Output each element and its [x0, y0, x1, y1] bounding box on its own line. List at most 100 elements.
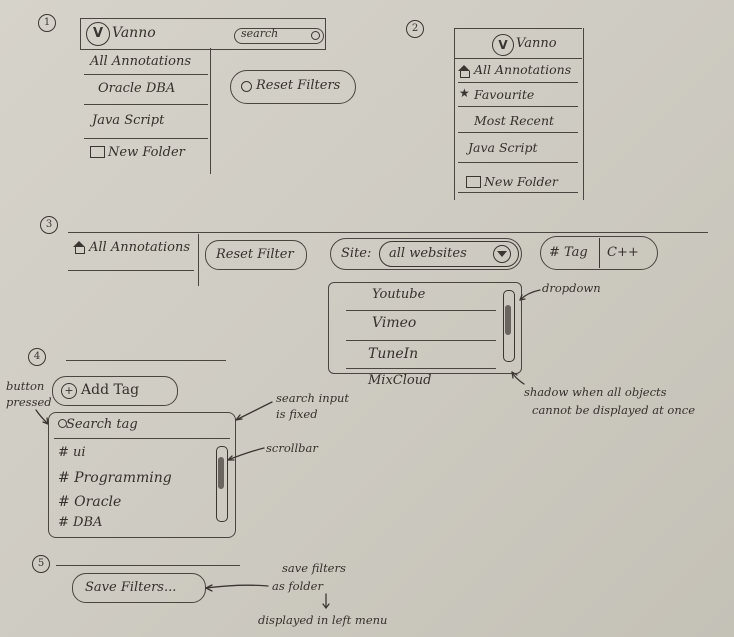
s3-option-youtube[interactable]: Youtube — [372, 287, 426, 302]
section-number-2: 2 — [406, 20, 424, 38]
section-number-3: 3 — [40, 216, 58, 234]
s2-menu-item-recent[interactable]: Most Recent — [474, 113, 555, 128]
s3-site-value: all websites — [389, 246, 467, 261]
s1-new-folder[interactable]: New Folder — [108, 145, 185, 160]
s4-tag-item[interactable]: # Programming — [58, 470, 172, 486]
s3-all-annotations[interactable]: All Annotations — [89, 240, 191, 255]
s1-sidebar-divider — [210, 48, 212, 174]
s1-search-input[interactable]: search — [234, 27, 324, 44]
s3-divider — [198, 234, 200, 286]
s4-add-tag-label: Add Tag — [81, 382, 140, 398]
s1-menu-sep — [84, 138, 208, 140]
s4-tag-item[interactable]: # Oracle — [58, 494, 122, 510]
s3-dropdown-note: dropdown — [542, 281, 601, 295]
refresh-icon — [241, 81, 252, 92]
s2-menu-sep — [458, 192, 578, 194]
section-number-5: 5 — [32, 555, 50, 573]
s3-tag-divider — [599, 238, 601, 268]
s5-note-2: as folder — [272, 579, 323, 593]
s3-reset-filter-button[interactable]: Reset Filter — [205, 240, 307, 270]
home-icon-base — [75, 247, 85, 254]
s3-option-tunein[interactable]: TuneIn — [368, 346, 419, 362]
s4-search-note-1: search input — [276, 391, 350, 405]
vanno-logo-icon: V — [86, 22, 110, 46]
s1-menu-sep — [84, 74, 208, 76]
s2-top-line — [454, 28, 582, 30]
s3-option-mixcloud[interactable]: MixCloud — [368, 373, 432, 388]
search-icon — [58, 419, 67, 428]
s3-dropdown-scrollbar[interactable] — [503, 290, 515, 362]
home-icon — [458, 65, 470, 71]
button-pressed-arrow — [35, 409, 49, 425]
plus-icon: + — [61, 383, 77, 399]
star-icon: ★ — [459, 86, 470, 100]
s1-menu-item-js[interactable]: Java Script — [92, 113, 165, 128]
scrollbar-thumb[interactable] — [218, 457, 224, 489]
s3-option-vimeo[interactable]: Vimeo — [372, 315, 417, 331]
scrollbar-thumb[interactable] — [505, 305, 511, 335]
s4-button-note-1: button — [6, 379, 45, 393]
s3-option-sep — [346, 368, 496, 370]
s2-menu-sep — [458, 162, 578, 164]
s1-reset-filters-button[interactable]: Reset Filters — [230, 70, 356, 104]
folder-plus-icon — [90, 146, 105, 158]
scrollbar-note-arrow — [227, 447, 265, 461]
s4-tag-item[interactable]: # ui — [58, 445, 86, 460]
search-note-arrow — [235, 401, 273, 421]
s4-tag-list-panel — [48, 412, 236, 538]
s3-dropdown-list — [328, 282, 522, 374]
s2-brand: Vanno — [516, 36, 557, 51]
home-icon-base — [460, 71, 470, 78]
s3-tag-filter[interactable]: # Tag C++ — [540, 236, 658, 270]
s4-tag-item[interactable]: # DBA — [58, 515, 103, 530]
s3-site-value-box — [379, 241, 519, 267]
s2-menu-item-all[interactable]: All Annotations — [474, 62, 572, 77]
home-icon — [73, 241, 85, 247]
s1-menu-item-all[interactable]: All Annotations — [90, 54, 192, 69]
s5-top-line — [56, 565, 240, 567]
s3-bottom-line — [68, 270, 194, 272]
s2-menu-item-js[interactable]: Java Script — [468, 140, 538, 155]
s4-search-underline — [54, 438, 230, 440]
s3-site-label: Site: — [341, 246, 372, 261]
s2-menu-sep — [458, 106, 578, 108]
s3-site-select[interactable]: Site: all websites — [330, 238, 522, 270]
dropdown-arrow-icon — [493, 245, 511, 263]
s2-new-folder[interactable]: New Folder — [484, 174, 558, 189]
s4-scrollbar-note: scrollbar — [266, 441, 318, 455]
s1-header-bar — [80, 18, 326, 50]
s3-reset-label: Reset Filter — [216, 247, 294, 262]
s4-button-note-2: pressed — [6, 395, 52, 409]
s4-scrollbar[interactable] — [216, 446, 228, 522]
s2-menu-sep — [458, 132, 578, 134]
s1-brand: Vanno — [112, 25, 156, 41]
s1-reset-label: Reset Filters — [256, 78, 341, 93]
s4-top-line — [66, 360, 226, 362]
s3-tag-value: C++ — [607, 245, 639, 260]
section-number-4: 4 — [28, 348, 46, 366]
s2-menu-item-favourite[interactable]: Favourite — [474, 87, 535, 102]
s2-header-sep — [454, 58, 582, 60]
s1-menu-item-oracle[interactable]: Oracle DBA — [98, 81, 176, 96]
s3-tag-label: # Tag — [549, 245, 588, 260]
s5-note-1: save filters — [282, 561, 346, 575]
search-icon — [311, 31, 320, 40]
s5-save-label: Save Filters... — [85, 580, 177, 595]
save-note-arrow — [205, 584, 269, 589]
s3-option-sep — [346, 310, 496, 312]
s1-menu-sep — [84, 104, 208, 106]
s3-option-sep — [346, 340, 496, 342]
dropdown-arrow — [519, 289, 541, 301]
s3-shadow-note-2: cannot be displayed at once — [532, 403, 695, 417]
s4-add-tag-button[interactable]: + Add Tag — [52, 376, 178, 406]
s2-menu-sep — [458, 82, 578, 84]
s2-panel — [454, 28, 584, 200]
folder-plus-icon — [466, 176, 481, 188]
s4-search-note-2: is fixed — [276, 407, 318, 421]
s4-search-input[interactable]: Search tag — [66, 417, 138, 432]
s1-search-placeholder: search — [241, 27, 279, 40]
s3-shadow-note-1: shadow when all objects — [524, 385, 667, 399]
vanno-logo-icon: V — [492, 34, 514, 56]
